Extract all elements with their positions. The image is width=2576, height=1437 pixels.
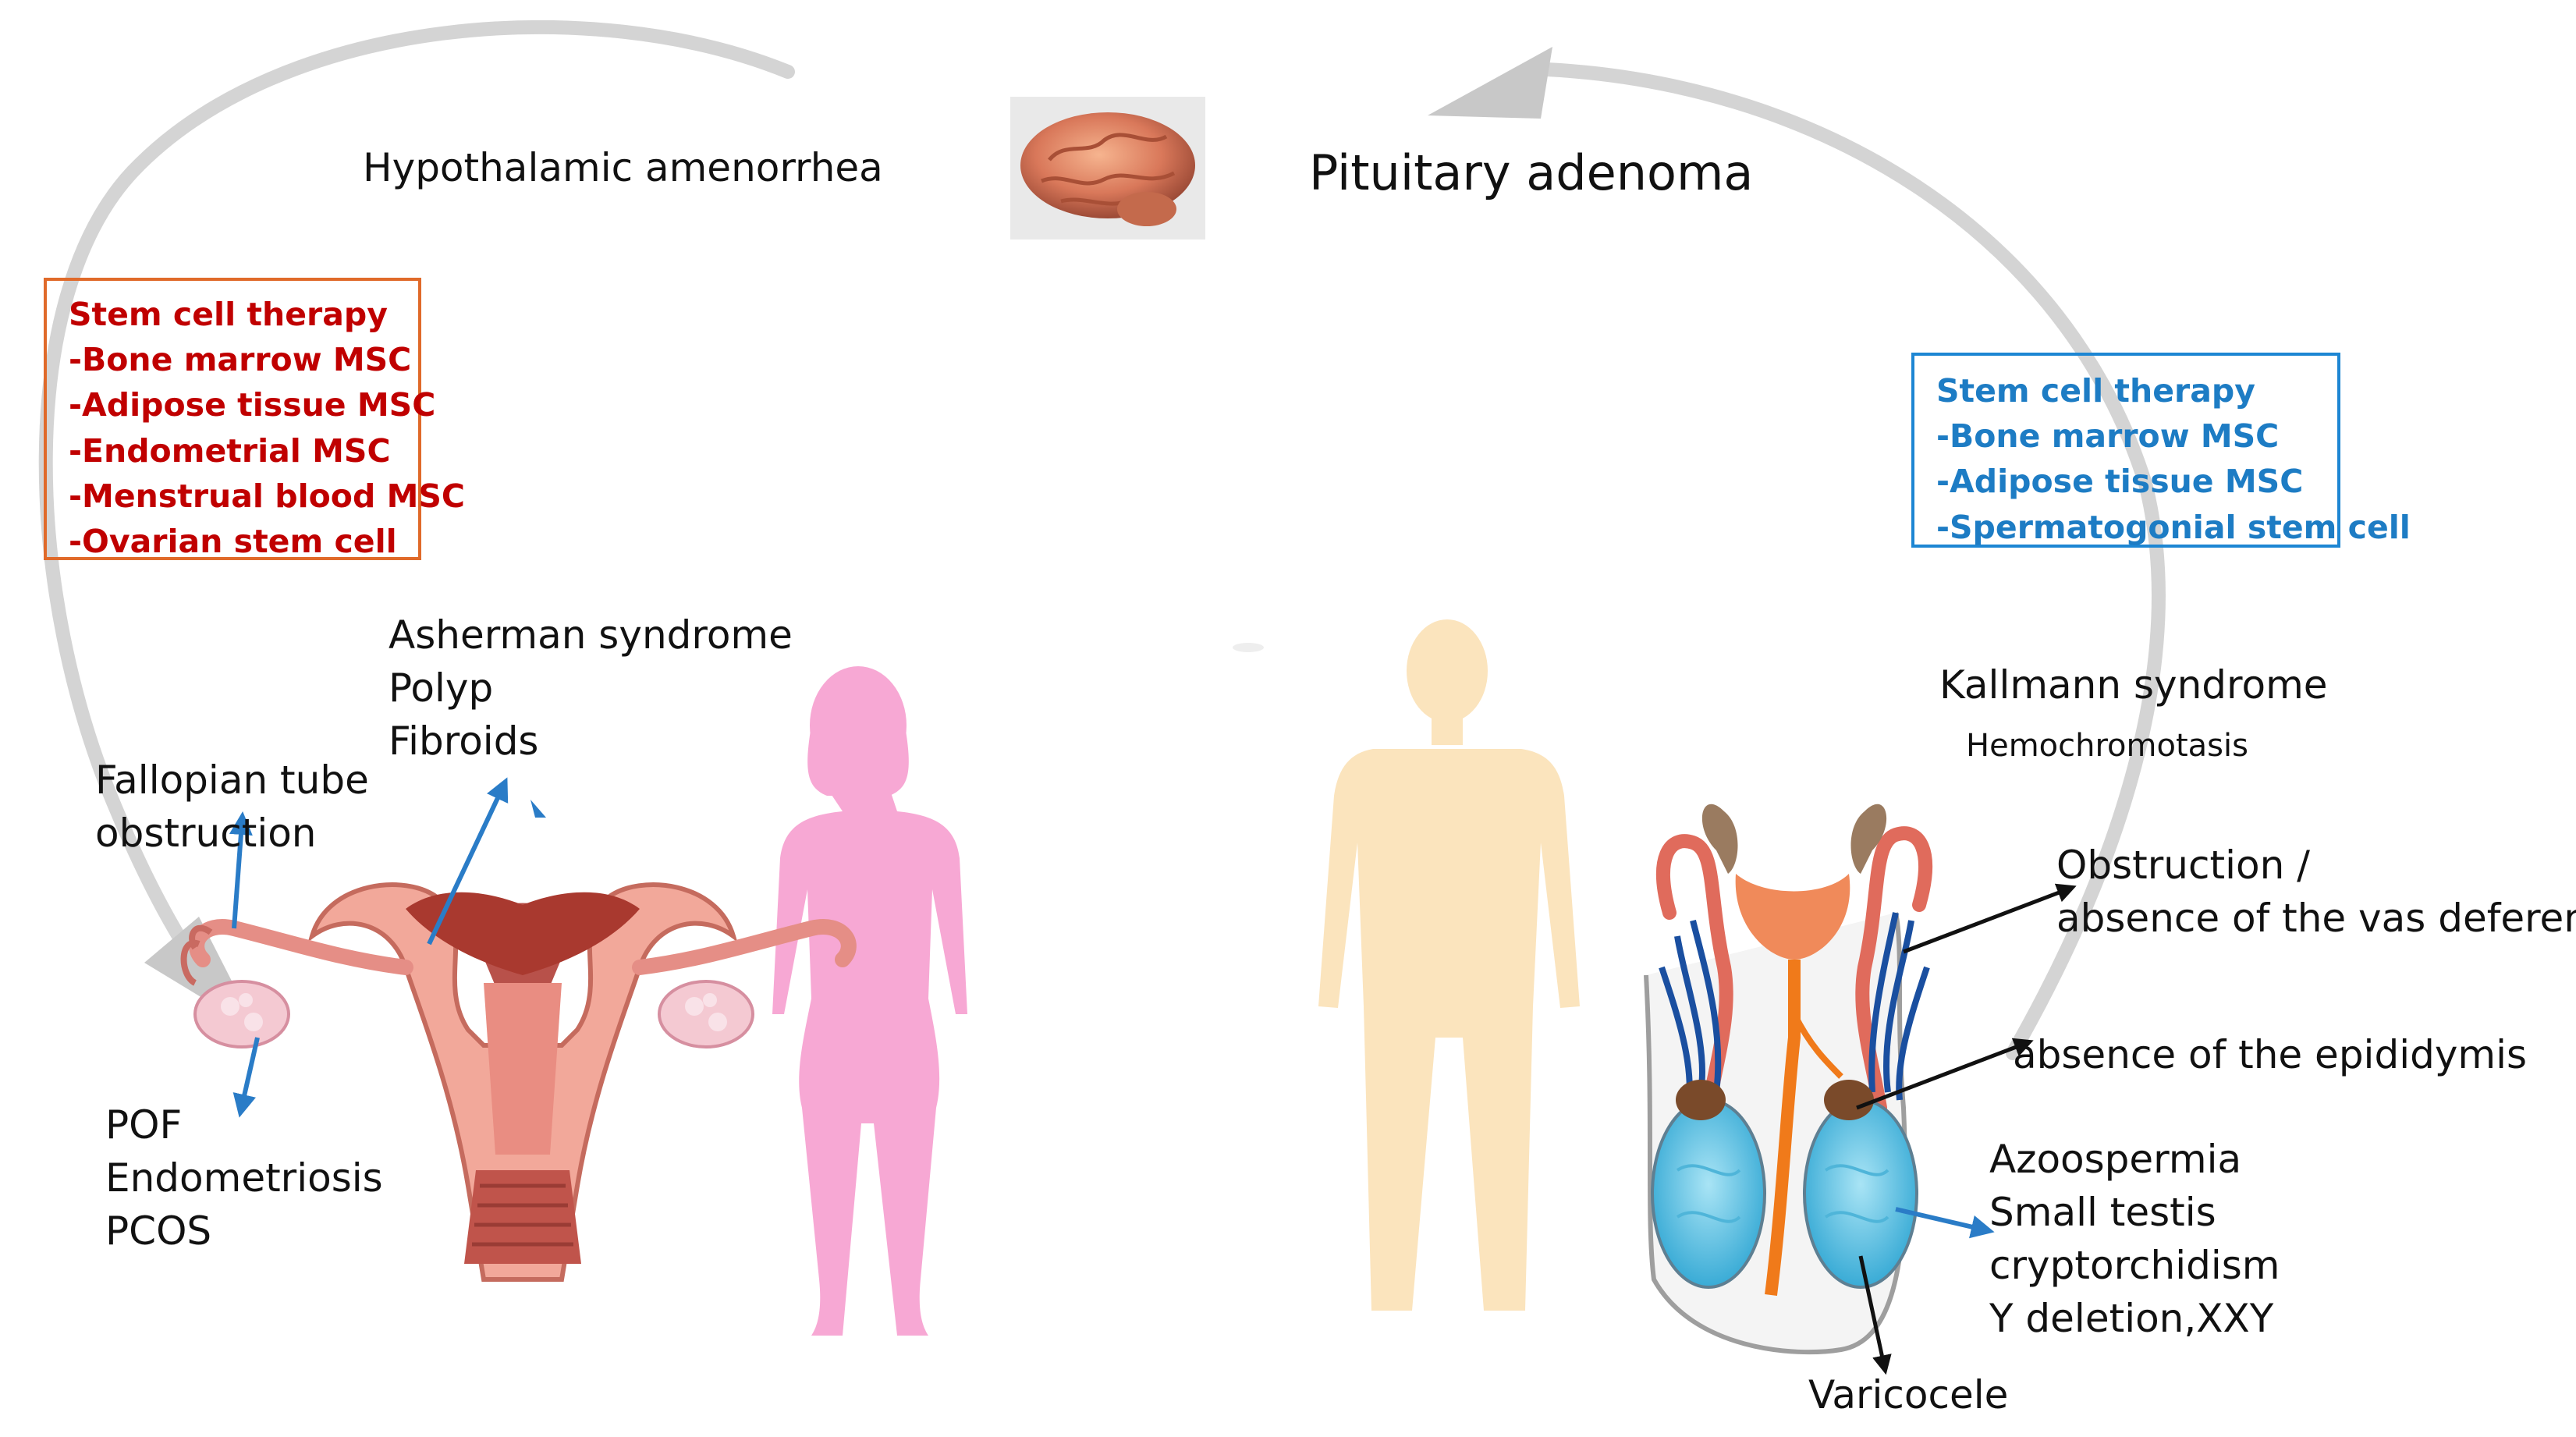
pointer-varicocele <box>1858 1255 1892 1375</box>
pointer-fallopian <box>229 811 253 929</box>
testis-condition: Azoospermia <box>1989 1137 2242 1182</box>
pointer-testis <box>1895 1207 1995 1239</box>
female-silhouette <box>772 666 967 1336</box>
testis-condition: Small testis <box>1989 1190 2216 1235</box>
ovarian-condition: Endometriosis <box>105 1155 383 1201</box>
brain-image <box>1010 97 1205 240</box>
fallopian-line: obstruction <box>95 811 317 856</box>
therapy-item: -Bone marrow MSC <box>69 341 412 379</box>
ovarian-conditions-label: POF Endometriosis PCOS <box>105 1098 383 1258</box>
uterine-condition: Polyp <box>389 665 494 711</box>
ovarian-condition: PCOS <box>105 1208 212 1254</box>
therapy-title: Stem cell therapy <box>69 296 388 333</box>
uterine-condition: Fibroids <box>389 718 539 764</box>
therapy-item: -Menstrual blood MSC <box>69 477 465 515</box>
pituitary-label: Pituitary adenoma <box>1309 144 1754 201</box>
hemochromatosis-label: Hemochromotasis <box>1966 728 2248 764</box>
uterine-condition: Asherman syndrome <box>389 612 793 658</box>
therapy-item: -Adipose tissue MSC <box>69 386 436 424</box>
testis-conditions-label: Azoospermia Small testis cryptorchidism … <box>1989 1133 2280 1345</box>
male-silhouette <box>1233 619 1580 1311</box>
pointer-arrows <box>229 777 2077 1375</box>
uterus-illustration <box>180 882 857 1282</box>
vas-deferens-label: Obstruction / absence of the vas deferen… <box>2056 839 2576 945</box>
pointer-ovary <box>232 1037 260 1118</box>
male-reproductive-illustration <box>1644 804 1932 1355</box>
therapy-item: -Bone marrow MSC <box>1936 417 2280 456</box>
vas-deferens-line: absence of the vas deferens <box>2056 896 2576 941</box>
pointer-vas-deferens <box>1903 883 2077 954</box>
fallopian-label: Fallopian tube obstruction <box>95 754 369 860</box>
fallopian-line: Fallopian tube <box>95 758 369 803</box>
male-therapy-box: Stem cell therapy -Bone marrow MSC -Adip… <box>1911 353 2411 548</box>
hypothalamic-label: Hypothalamic amenorrhea <box>363 145 883 190</box>
therapy-title: Stem cell therapy <box>1936 372 2255 410</box>
therapy-item: -Ovarian stem cell <box>69 523 397 561</box>
pointer-uterine <box>427 777 509 946</box>
therapy-item: -Adipose tissue MSC <box>1936 463 2304 501</box>
therapy-item: -Spermatogonial stem cell <box>1936 508 2411 546</box>
varicocele-label: Varicocele <box>1808 1372 2009 1417</box>
therapy-item: -Endometrial MSC <box>69 431 391 470</box>
cycle-arrow-right <box>1428 47 2166 1060</box>
testis-condition: cryptorchidism <box>1989 1243 2280 1288</box>
kallmann-label: Kallmann syndrome <box>1939 662 2328 708</box>
epididymis-label: absence of the epididymis <box>2013 1032 2528 1077</box>
female-therapy-box: Stem cell therapy -Bone marrow MSC -Adip… <box>44 278 465 560</box>
testis-condition: Y deletion,XXY <box>1989 1296 2274 1341</box>
uterine-conditions-label: Asherman syndrome Polyp Fibroids <box>389 609 793 768</box>
vas-deferens-line: Obstruction / <box>2056 843 2310 888</box>
stray-arrowhead <box>530 800 546 818</box>
pointer-epididymis <box>1856 1038 2034 1110</box>
ovarian-condition: POF <box>105 1102 183 1148</box>
